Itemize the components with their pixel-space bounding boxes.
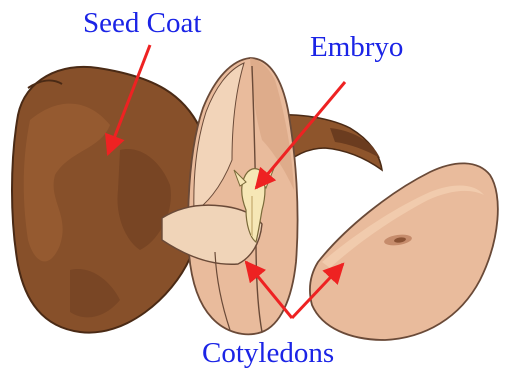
- embryo-label: Embryo: [310, 31, 403, 63]
- seed-coat-label: Seed Coat: [83, 7, 201, 39]
- cotyledons-label: Cotyledons: [202, 337, 334, 369]
- cotyledon-right: [310, 163, 498, 340]
- seed-coat-shell: [12, 67, 208, 333]
